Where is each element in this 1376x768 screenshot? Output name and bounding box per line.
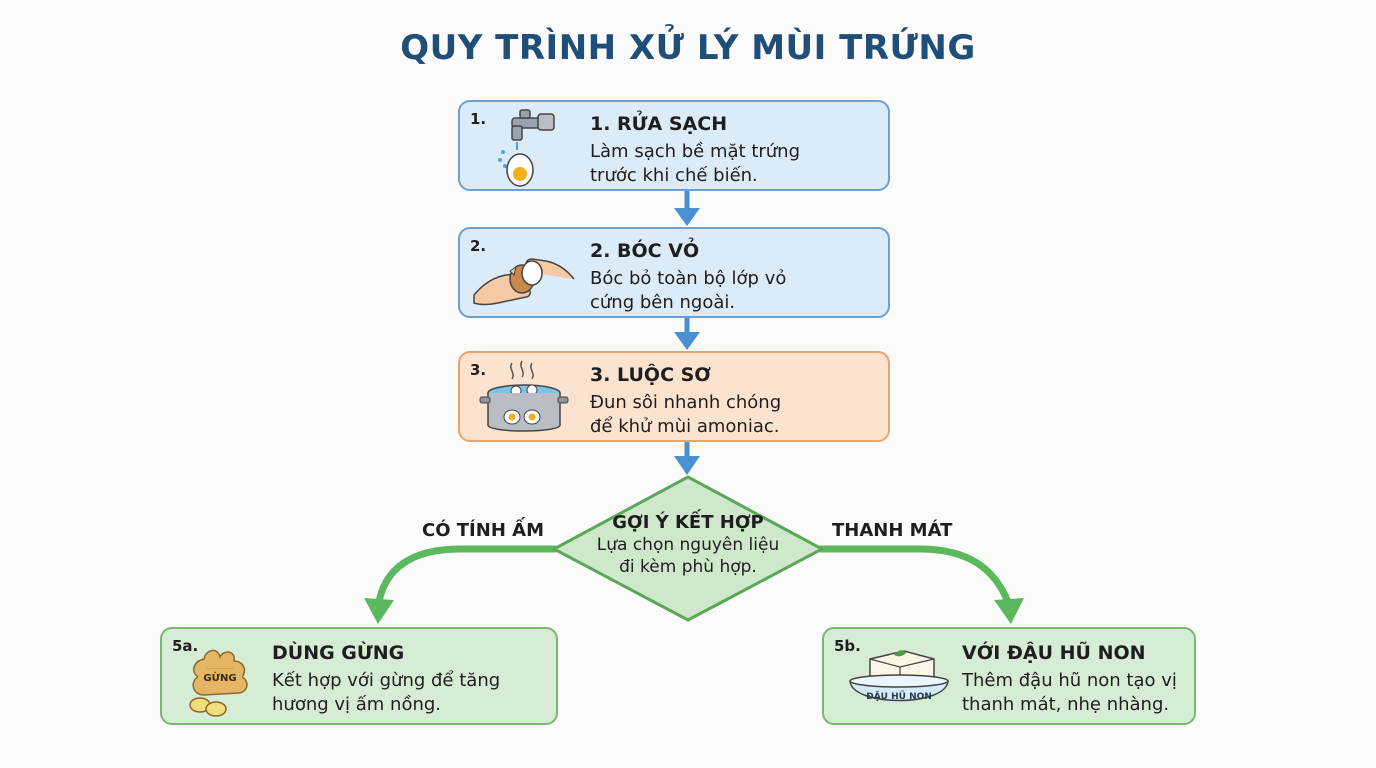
page-title: QUY TRÌNH XỬ LÝ MÙI TRỨNG xyxy=(400,28,976,68)
step-number: 3. xyxy=(470,361,487,379)
step-heading: 1. RỬA SẠCH xyxy=(590,113,728,135)
tofu-bowl-icon: ĐẬU HŨ NON xyxy=(849,650,949,702)
step-1-text: 1. RỬA SẠCH Làm sạch bề mặt trứng trước … xyxy=(590,112,880,188)
branch-label-cool: THANH MÁT xyxy=(832,520,953,541)
step-2-box: 2. 2. BÓC VỎ Bóc bỏ toàn bộ lớp vỏ cứng … xyxy=(458,227,890,318)
arrow-2-to-3 xyxy=(674,318,700,350)
step-3-text: 3. LUỘC SƠ Đun sôi nhanh chóng để khử mù… xyxy=(590,363,880,439)
decision-diamond xyxy=(550,475,826,622)
arrow-decision-to-5b xyxy=(817,545,1024,624)
step-number: 1. xyxy=(470,110,487,128)
ginger-icon: GỪNG xyxy=(189,649,248,717)
step-heading: 2. BÓC VỎ xyxy=(590,240,700,262)
decision-description: Lựa chọn nguyên liệu đi kèm phù hợp. xyxy=(596,535,780,577)
arrow-1-to-2 xyxy=(674,191,700,226)
decision-heading: GỢI Ý KẾT HỢP xyxy=(612,512,764,533)
option-5b-text: VỚI ĐẬU HŨ NON Thêm đậu hũ non tạo vị th… xyxy=(962,641,1192,717)
boiling-pot-icon xyxy=(479,360,569,432)
option-heading: VỚI ĐẬU HŨ NON xyxy=(962,642,1146,664)
step-description: Đun sôi nhanh chóng để khử mùi amoniac. xyxy=(590,392,782,437)
hands-peeling-egg-icon xyxy=(473,258,575,306)
arrow-decision-to-5a xyxy=(364,545,559,624)
option-5a-text: DÙNG GỪNG Kết hợp với gừng để tăng hương… xyxy=(272,641,552,717)
decision-node: GỢI Ý KẾT HỢP Lựa chọn nguyên liệu đi kè… xyxy=(550,474,826,622)
option-number: 5a. xyxy=(172,637,199,655)
option-description: Kết hợp với gừng để tăng hương vị ấm nồn… xyxy=(272,670,501,715)
step-1-box: 1. 1. RỬA SẠCH Làm sạch bề mặt trứng trư… xyxy=(458,100,890,191)
step-2-text: 2. BÓC VỎ Bóc bỏ toàn bộ lớp vỏ cứng bên… xyxy=(590,239,880,315)
step-description: Làm sạch bề mặt trứng trước khi chế biến… xyxy=(590,141,801,186)
ginger-icon-label: GỪNG xyxy=(203,671,236,684)
faucet-egg-icon xyxy=(498,109,555,187)
step-3-box: 3. 3. LUỘC SƠ Đun sôi nhanh chóng để khử… xyxy=(458,351,890,442)
option-heading: DÙNG GỪNG xyxy=(272,642,405,664)
step-number: 2. xyxy=(470,237,487,255)
decision-text: GỢI Ý KẾT HỢP Lựa chọn nguyên liệu đi kè… xyxy=(550,512,826,578)
option-description: Thêm đậu hũ non tạo vị thanh mát, nhẹ nh… xyxy=(962,670,1177,715)
option-5a-box: 5a. GỪNG DÙNG GỪNG Kết hợp với gừng để t… xyxy=(160,627,558,725)
arrow-3-to-decision xyxy=(674,442,700,475)
step-description: Bóc bỏ toàn bộ lớp vỏ cứng bên ngoài. xyxy=(590,268,787,313)
tofu-icon-label: ĐẬU HŨ NON xyxy=(866,690,932,702)
option-number: 5b. xyxy=(834,637,861,655)
branch-label-warm: CÓ TÍNH ẤM xyxy=(422,520,544,541)
step-heading: 3. LUỘC SƠ xyxy=(590,364,711,386)
option-5b-box: 5b. ĐẬU HŨ NON VỚI ĐẬU HŨ NON Thêm đậu h… xyxy=(822,627,1196,725)
